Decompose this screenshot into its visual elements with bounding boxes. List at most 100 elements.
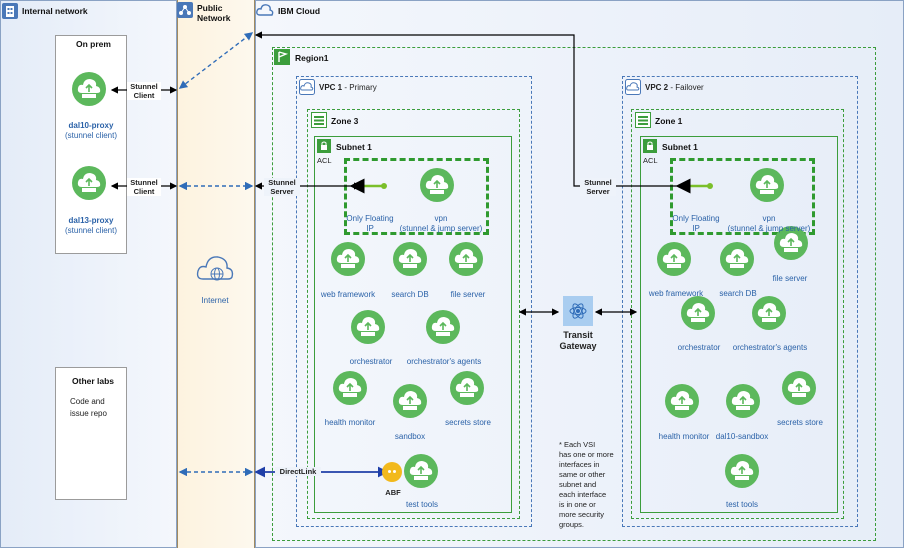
virtual-server-icon bbox=[398, 391, 422, 410]
vpc2-file-label: file server bbox=[772, 274, 808, 283]
virtual-server-icon bbox=[431, 317, 455, 336]
internet-node bbox=[195, 247, 235, 287]
public-network-title: Public Network bbox=[197, 3, 231, 23]
virtual-server-icon bbox=[730, 461, 754, 480]
vpc1-vpn-label: vpn (stunnel & jump server) bbox=[399, 214, 483, 233]
network-icon bbox=[177, 2, 193, 18]
vpc2-sandbox-vsi bbox=[726, 384, 760, 418]
proxy1-sub: (stunnel client) bbox=[64, 131, 118, 140]
vpc2-subnet-title: Subnet 1 bbox=[662, 142, 698, 152]
vpc2-title-rest: - Failover bbox=[668, 83, 704, 92]
vpc1-tests-label: test tools bbox=[405, 500, 438, 509]
vpc-lock-icon bbox=[625, 79, 641, 95]
cloud-icon bbox=[256, 4, 274, 16]
vpc1-agents-label: orchestrator's agents bbox=[406, 357, 482, 366]
other-labs-box: Other labs Code and issue repo bbox=[55, 367, 127, 500]
directlink-label: DirectLink bbox=[275, 467, 321, 476]
flag-icon bbox=[274, 49, 290, 65]
vpc2-health-vsi bbox=[665, 384, 699, 418]
virtual-server-icon bbox=[398, 249, 422, 268]
vpc1-vpn-vsi bbox=[420, 168, 454, 202]
vpc1-secrets-label: secrets store bbox=[445, 418, 491, 427]
proxy2-sub: (stunnel client) bbox=[64, 226, 118, 235]
vpc2-vpn-label: vpn (stunnel & jump server) bbox=[727, 214, 811, 233]
vpc1-tests-vsi bbox=[404, 454, 438, 488]
stunnel-server-label-right: Stunnel Server bbox=[580, 178, 616, 196]
virtual-server-icon bbox=[670, 391, 694, 410]
vpc2-health-label: health monitor bbox=[658, 432, 710, 441]
vpc2-agents-label: orchestrator's agents bbox=[732, 343, 808, 352]
stunnel-server-label-left: Stunnel Server bbox=[264, 178, 300, 196]
vpc2-vpn-group bbox=[670, 158, 815, 235]
stunnel-client-label-2: Stunnel Client bbox=[127, 178, 161, 196]
vpc1-subnet-title: Subnet 1 bbox=[336, 142, 372, 152]
virtual-server-icon bbox=[455, 378, 479, 397]
virtual-server-icon bbox=[425, 175, 449, 194]
virtual-server-icon bbox=[356, 317, 380, 336]
subnet-lock-icon bbox=[317, 139, 331, 153]
building-icon bbox=[2, 3, 18, 19]
stunnel-client-label-1: Stunnel Client bbox=[127, 82, 161, 100]
proxy1-vsi bbox=[72, 72, 106, 106]
vpc-lock-icon bbox=[299, 79, 315, 95]
on-prem-title: On prem bbox=[76, 39, 111, 49]
vpc2-tests-vsi bbox=[725, 454, 759, 488]
zone-icon bbox=[635, 112, 651, 128]
internal-network-title: Internal network bbox=[22, 6, 88, 16]
region-title: Region1 bbox=[295, 53, 329, 63]
virtual-server-icon bbox=[725, 249, 749, 268]
vpc1-agents-vsi bbox=[426, 310, 460, 344]
vpc2-web-label: web framework bbox=[648, 289, 704, 298]
atom-icon bbox=[569, 303, 587, 319]
virtual-server-icon bbox=[338, 378, 362, 397]
vpc1-title-bold: VPC 1 bbox=[319, 83, 343, 92]
abf-icon bbox=[382, 462, 402, 482]
ibm-cloud-header: IBM Cloud bbox=[256, 3, 376, 19]
virtual-server-icon bbox=[77, 173, 101, 192]
vpc1-floating-label: Only Floating IP bbox=[346, 214, 394, 233]
virtual-server-icon bbox=[336, 249, 360, 268]
proxy2-vsi bbox=[72, 166, 106, 200]
zone1-title: Zone 1 bbox=[655, 116, 683, 126]
vpc2-floating-label: Only Floating IP bbox=[672, 214, 720, 233]
virtual-server-icon bbox=[757, 303, 781, 322]
vpc1-acl-label: ACL bbox=[317, 156, 332, 165]
vpc2-secrets-vsi bbox=[782, 371, 816, 405]
vpc1-title: VPC 1 - Primary bbox=[319, 83, 377, 92]
ibm-cloud-title: IBM Cloud bbox=[278, 6, 321, 16]
vpc2-title-bold: VPC 2 bbox=[645, 83, 669, 92]
vpc1-file-label: file server bbox=[450, 290, 486, 299]
vpc2-sandbox-label: dal10-sandbox bbox=[715, 432, 769, 441]
internal-network-header: Internal network bbox=[2, 3, 162, 19]
vpc2-web-vsi bbox=[657, 242, 691, 276]
vpc1-web-label: web framework bbox=[320, 290, 376, 299]
vpc1-search-label: search DB bbox=[391, 290, 429, 299]
vpc2-vpn-vsi bbox=[750, 168, 784, 202]
vpc2-title: VPC 2 - Failover bbox=[645, 83, 704, 92]
virtual-server-icon bbox=[454, 249, 478, 268]
proxy2-name: dal13-proxy bbox=[68, 216, 114, 225]
virtual-server-icon bbox=[755, 175, 779, 194]
vpc2-box bbox=[622, 76, 858, 527]
virtual-server-icon bbox=[77, 79, 101, 98]
virtual-server-icon bbox=[686, 303, 710, 322]
vpc1-sandbox-vsi bbox=[393, 384, 427, 418]
vpc2-orch-label: orchestrator bbox=[677, 343, 721, 352]
vpc1-file-vsi bbox=[449, 242, 483, 276]
other-labs-body: Code and issue repo bbox=[70, 397, 107, 418]
proxy1-name: dal10-proxy bbox=[68, 121, 114, 130]
vpc2-agents-vsi bbox=[752, 296, 786, 330]
on-prem-box: On prem bbox=[55, 35, 127, 254]
transit-gateway-label: Transit Gateway bbox=[559, 330, 597, 351]
vpc1-web-vsi bbox=[331, 242, 365, 276]
other-labs-title: Other labs bbox=[72, 376, 115, 386]
globe-cloud-icon bbox=[196, 256, 234, 281]
vpc2-search-vsi bbox=[720, 242, 754, 276]
vpc1-orch-label: orchestrator bbox=[349, 357, 393, 366]
vpc2-tests-label: test tools bbox=[725, 500, 758, 509]
vpc2-secrets-label: secrets store bbox=[777, 418, 823, 427]
vpc2-acl-label: ACL bbox=[643, 156, 658, 165]
virtual-server-icon bbox=[662, 249, 686, 268]
virtual-server-icon bbox=[409, 461, 433, 480]
virtual-server-icon bbox=[779, 233, 803, 252]
